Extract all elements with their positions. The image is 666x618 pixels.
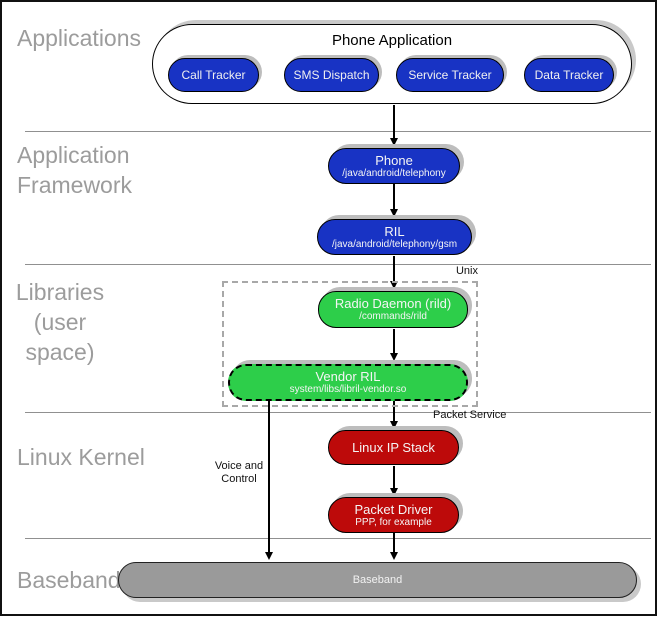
layer-label-applications: Applications [17, 23, 141, 53]
layer-label-linux-kernel-text: Linux Kernel [17, 444, 145, 470]
arrowhead [265, 552, 273, 560]
arrow-radiodaemon-to-vendorril [390, 329, 398, 361]
divider-kernel-baseband [25, 538, 651, 539]
arrow-vendorril-to-ipstack [390, 401, 398, 429]
packet-driver-path: PPP, for example [355, 516, 432, 528]
voice-control-line2: Control [221, 473, 257, 485]
unix-annotation: Unix [455, 265, 478, 277]
arrow-ril-to-radiodaemon [390, 256, 398, 289]
service-tracker-label: Service Tracker [408, 68, 492, 82]
voice-control-line1: Voice and [214, 460, 264, 472]
node-linux-ip-stack: Linux IP Stack [328, 430, 459, 465]
layer-label-linux-kernel: Linux Kernel [17, 442, 145, 472]
ril-path: /java/android/telephony/gsm [331, 238, 458, 250]
node-packet-driver: Packet Driver PPP, for example [328, 497, 459, 533]
layer-label-libraries-line2: (user space) [25, 309, 95, 365]
voice-control-annotation: Voice and Control [203, 460, 275, 486]
phone-path: /java/android/telephony [342, 167, 446, 179]
node-data-tracker: Data Tracker [524, 58, 614, 92]
layer-label-libraries-line1: Libraries [15, 279, 105, 305]
node-vendor-ril: Vendor RIL system/libs/libril-vendor.so [228, 364, 468, 401]
arrow-vendorril-to-baseband-voice [265, 401, 273, 560]
packet-service-annotation: Packet Service [433, 409, 507, 421]
node-service-tracker: Service Tracker [396, 58, 504, 92]
radio-daemon-path: /commands/rild [359, 311, 427, 322]
arrow-phone-to-ril [390, 184, 398, 217]
vendor-ril-label: Vendor RIL [315, 369, 381, 384]
divider-libraries-kernel [25, 412, 651, 413]
layer-label-baseband-text: Baseband [17, 567, 121, 593]
linux-ip-stack-label: Linux IP Stack [352, 440, 435, 455]
arrowhead [390, 552, 398, 560]
arrow-ipstack-to-packetdriver [390, 466, 398, 496]
divider-applications-framework [25, 131, 651, 132]
packet-driver-label: Packet Driver [354, 501, 433, 517]
layer-label-framework-line2: Framework [17, 172, 133, 198]
arrowhead [390, 421, 398, 429]
node-phone: Phone /java/android/telephony [328, 148, 460, 184]
node-call-tracker: Call Tracker [168, 58, 259, 92]
arrowhead [390, 281, 398, 289]
node-radio-daemon: Radio Daemon (rild) /commands/rild [318, 291, 468, 328]
divider-framework-libraries [25, 264, 651, 265]
phone-label: Phone [375, 152, 413, 168]
arrowhead [390, 353, 398, 361]
sms-dispatch-label: SMS Dispatch [293, 68, 370, 82]
ril-label: RIL [384, 223, 405, 239]
arrowhead [390, 488, 398, 496]
node-ril: RIL /java/android/telephony/gsm [317, 219, 472, 255]
unix-boundary-box [222, 281, 478, 407]
layer-label-framework-line1: Application [17, 142, 130, 168]
phone-application-title: Phone Application [331, 32, 453, 49]
layer-label-baseband: Baseband [17, 565, 121, 595]
layer-label-application-framework: Application Framework [17, 140, 132, 200]
node-baseband: Baseband [118, 562, 637, 598]
arrowhead [390, 209, 398, 217]
node-phone-application: Phone Application Call Tracker SMS Dispa… [152, 24, 632, 104]
radio-daemon-label: Radio Daemon (rild) [334, 296, 452, 311]
vendor-ril-path: system/libs/libril-vendor.so [289, 384, 407, 395]
data-tracker-label: Data Tracker [534, 68, 604, 82]
node-sms-dispatch: SMS Dispatch [284, 58, 379, 92]
layer-label-applications-text: Applications [17, 25, 142, 51]
arrow-packetdriver-to-baseband [390, 533, 398, 560]
layer-label-libraries: Libraries (user space) [2, 277, 118, 367]
arrowhead [390, 138, 398, 146]
baseband-bar-label: Baseband [352, 574, 403, 586]
call-tracker-label: Call Tracker [181, 68, 246, 82]
arrow-phoneapp-to-phone [390, 105, 398, 146]
